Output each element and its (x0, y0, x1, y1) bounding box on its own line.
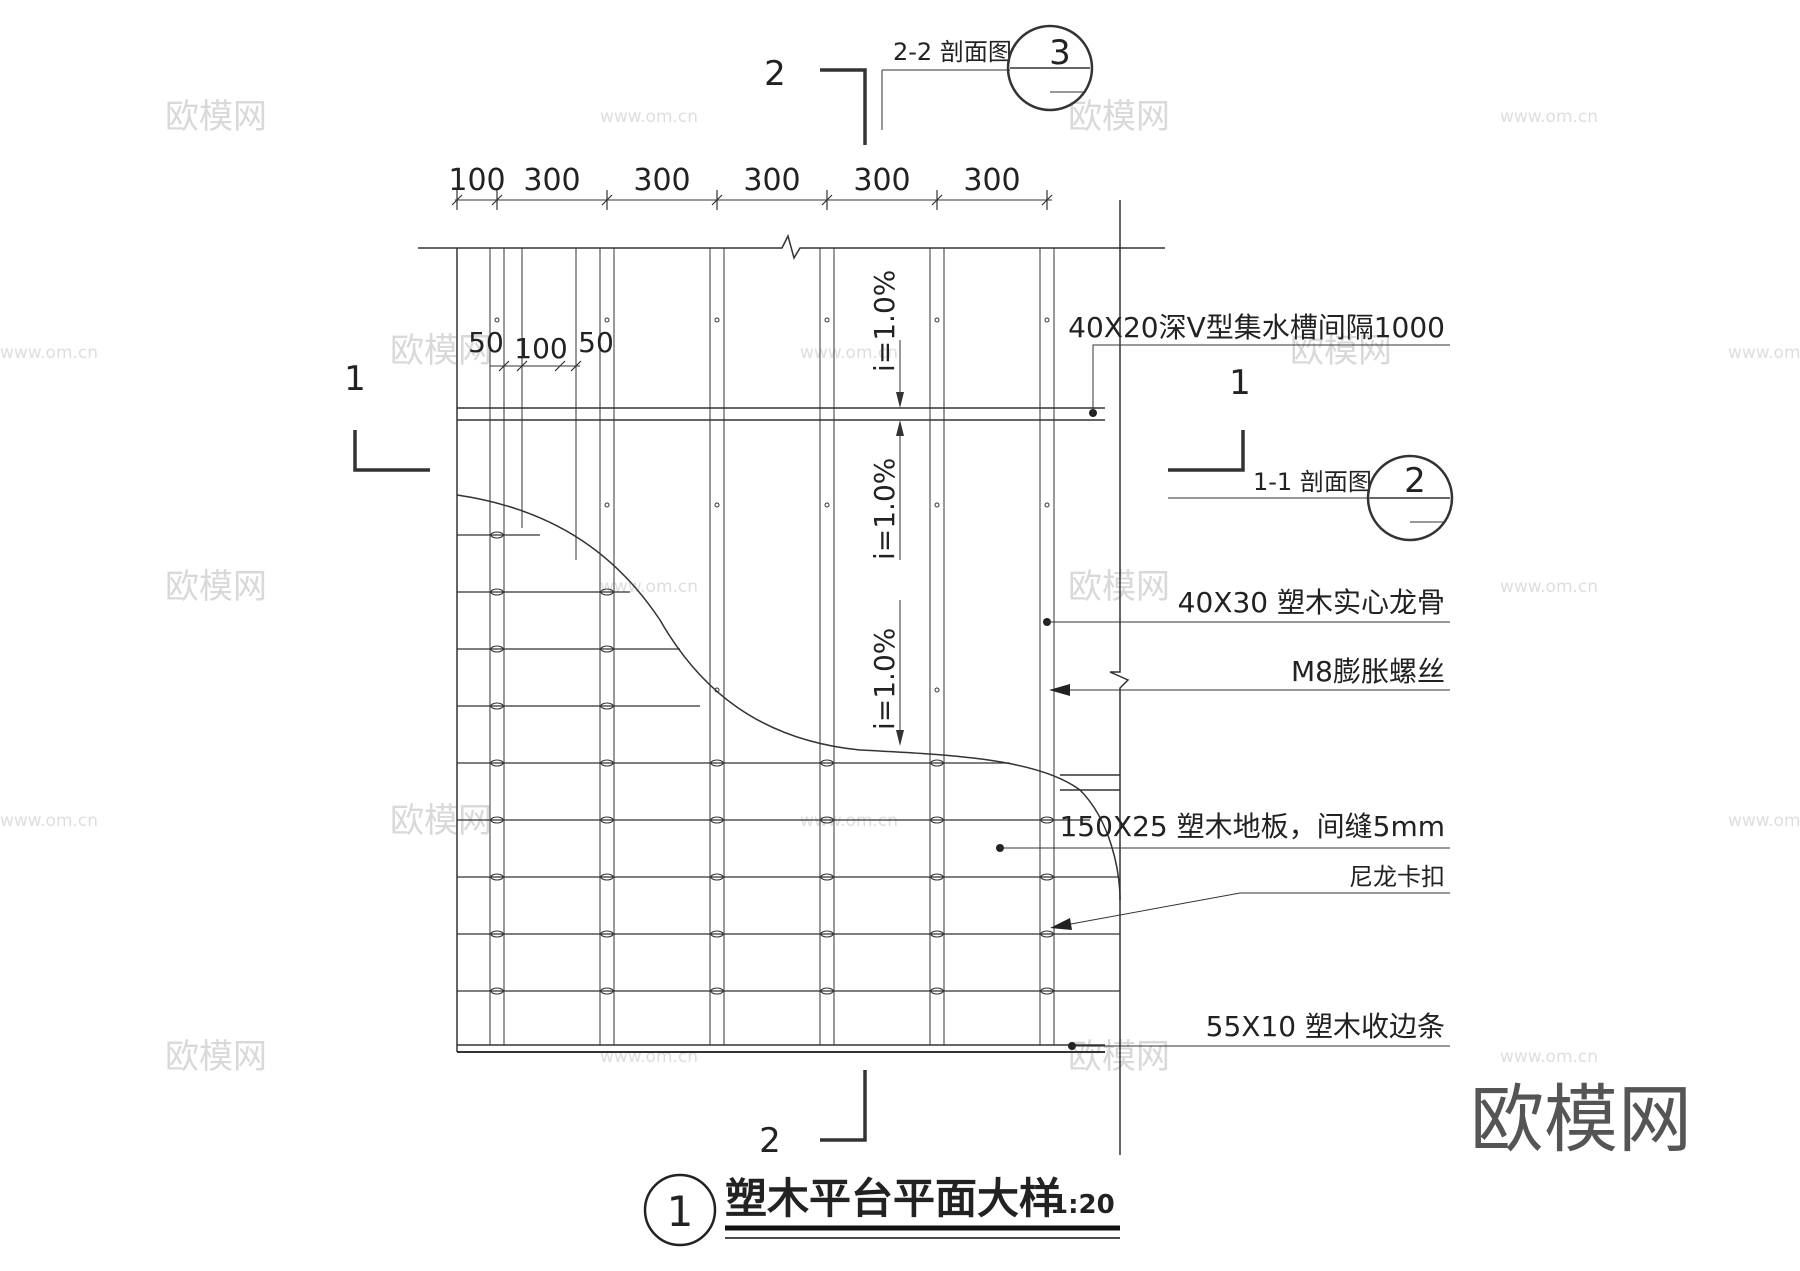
watermark-logo: 欧模网 (390, 801, 492, 841)
nylon-clips (490, 531, 1054, 995)
dim-label: 100 (448, 163, 505, 198)
slope-label: i=1.0% (868, 628, 901, 730)
watermark-url: www.om.cn (800, 343, 898, 363)
hidden-joist-lines (489, 528, 1055, 1045)
watermark-url: www.om.cn (600, 107, 698, 127)
watermark-logo: 欧模网 (165, 97, 267, 137)
joist (929, 248, 945, 1045)
section-mark-right: 1 (1168, 363, 1370, 499)
callout-number: 3 (1049, 33, 1071, 73)
watermark-logo: 欧模网 (1290, 331, 1392, 371)
title-scale: 1:20 (1050, 1190, 1115, 1220)
annotation-text: 尼龙卡扣 (1349, 863, 1445, 891)
annotation-trim: 55X10 塑木收边条 (1068, 1010, 1450, 1050)
title-text: 塑木平台平面大样 (725, 1174, 1061, 1223)
annotation-text: 40X20深V型集水槽间隔1000 (1068, 311, 1445, 344)
callout-number: 2 (1404, 461, 1426, 501)
inner-dimension-chain: 50 100 50 (468, 326, 614, 372)
watermark-url: www.om.cn (1728, 343, 1800, 363)
annotation-bolt: M8膨胀螺丝 (1049, 655, 1450, 696)
section-callout-22: 2-2 剖面图 3 (893, 24, 1094, 112)
slope-indicators: i=1.0% i=1.0% i=1.0% (868, 270, 904, 746)
watermark-layer: 欧模网 www.om.cn 欧模网 www.om.cn www.om.cn 欧模… (0, 97, 1800, 1077)
cutaway-curve (456, 494, 1121, 901)
annotation-drain: 40X20深V型集水槽间隔1000 (1068, 311, 1450, 417)
deck-boards (457, 534, 1120, 992)
watermark-url: www.om.cn (600, 1047, 698, 1067)
dim-label: 50 (578, 326, 614, 359)
top-break-line (418, 233, 1165, 260)
annotation-text: 40X30 塑木实心龙骨 (1178, 586, 1445, 619)
joist (1039, 248, 1055, 1045)
dim-label: 300 (523, 163, 580, 198)
title-number: 1 (667, 1187, 694, 1236)
dim-label: 100 (514, 332, 567, 365)
right-wall-line (1109, 200, 1130, 1155)
section-mark-bottom: 2 (759, 1070, 867, 1161)
watermark-logo: 欧模网 (1068, 567, 1170, 607)
annotation-text: M8膨胀螺丝 (1291, 655, 1445, 688)
dim-label: 300 (633, 163, 690, 198)
dim-label: 50 (468, 326, 504, 359)
annotation-clip: 尼龙卡扣 (1050, 863, 1450, 930)
dim-label: 300 (743, 163, 800, 198)
annotation-text: 150X25 塑木地板，间缝5mm (1059, 810, 1445, 843)
section-mark-top: 2 (764, 54, 1010, 145)
section-number: 1 (344, 359, 366, 399)
watermark-logo: 欧模网 (1068, 1037, 1170, 1077)
watermark-url: www.om.cn (800, 811, 898, 831)
annotation-joist: 40X30 塑木实心龙骨 (1043, 586, 1450, 626)
watermark-url: www.om.cn (1500, 107, 1598, 127)
section-number: 2 (759, 1121, 781, 1161)
section-callout-11: 1-1 剖面图 2 (1253, 454, 1454, 542)
dim-label: 300 (963, 163, 1020, 198)
watermark-url: www.om.cn (0, 343, 98, 363)
callout-label: 1-1 剖面图 (1253, 468, 1372, 496)
watermark-logo: 欧模网 (165, 567, 267, 607)
annotation-board: 150X25 塑木地板，间缝5mm (996, 810, 1450, 852)
section-number: 2 (764, 54, 786, 94)
watermark-url: www.om.cn (1500, 577, 1598, 597)
watermark-logo-large: 欧模网 (1470, 1077, 1692, 1163)
top-dimension-chain: 100 300 300 300 300 300 (448, 163, 1053, 210)
watermark-url: www.om.cn (0, 811, 98, 831)
watermark-logo: 欧模网 (390, 331, 492, 371)
watermark-logo: 欧模网 (165, 1037, 267, 1077)
joist (709, 248, 725, 1045)
annotation-text: 55X10 塑木收边条 (1206, 1010, 1445, 1043)
watermark-logo: 欧模网 (1068, 97, 1170, 137)
slope-label: i=1.0% (868, 458, 901, 560)
joist-bolts (494, 317, 1050, 693)
dim-label: 300 (853, 163, 910, 198)
watermark-url: www.om.cn (600, 577, 698, 597)
drawing-title: 1 塑木平台平面大样 1:20 (643, 1173, 1120, 1247)
section-mark-left: 1 (344, 359, 430, 472)
slope-label: i=1.0% (868, 270, 901, 372)
joist (819, 248, 835, 1045)
watermark-url: www.om.cn (1500, 1047, 1598, 1067)
callout-label: 2-2 剖面图 (893, 38, 1012, 66)
watermark-url: www.om.cn (1728, 811, 1800, 831)
section-number: 1 (1229, 363, 1251, 403)
